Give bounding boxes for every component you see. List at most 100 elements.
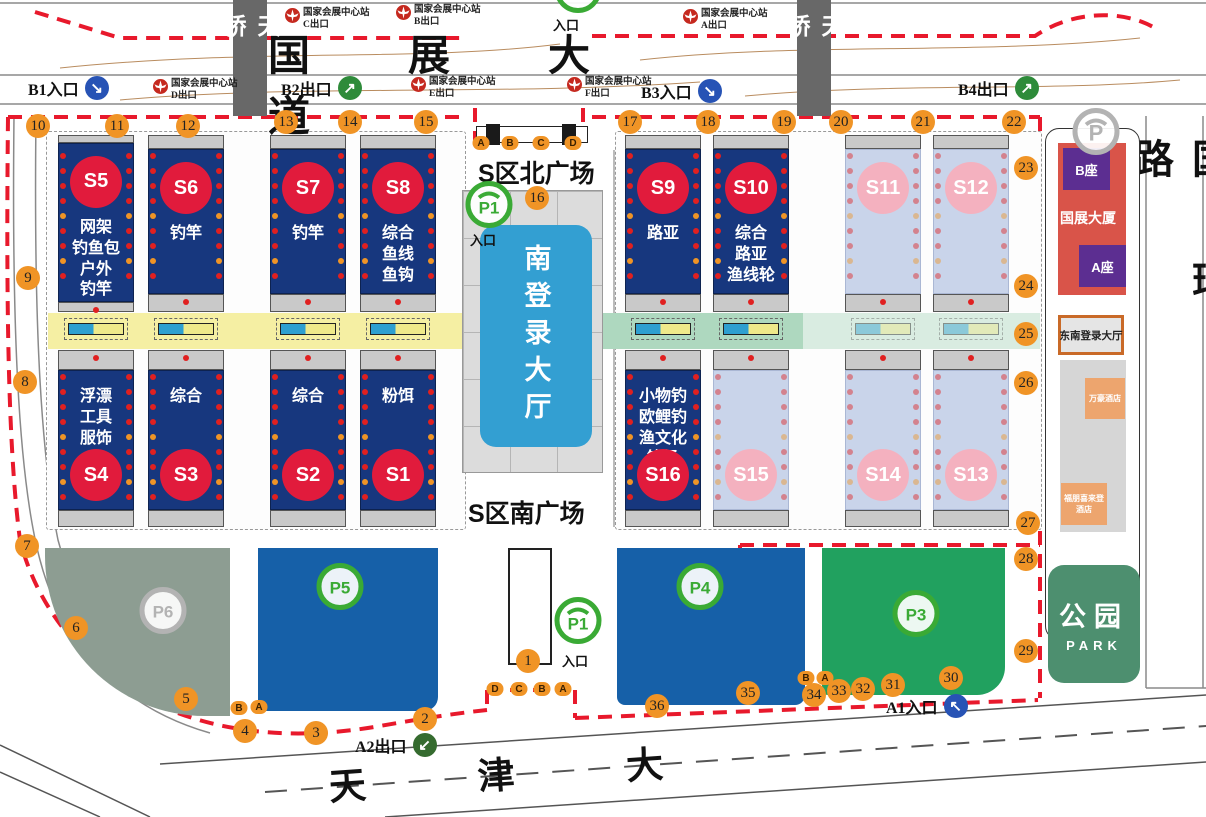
vehicle-gate-a1[interactable]: A1入口↖: [886, 694, 968, 718]
hall-s15[interactable]: S15: [713, 350, 789, 527]
boundary-marker-22[interactable]: 22: [1002, 110, 1026, 134]
gate-dot: [150, 258, 156, 264]
gate-letter-a[interactable]: A: [816, 671, 834, 685]
gate-letter-d[interactable]: D: [486, 682, 504, 696]
southeast-login-hall[interactable]: 东南登录大厅: [1058, 315, 1124, 355]
boundary-marker-6[interactable]: 6: [64, 616, 88, 640]
hotel-wanhao[interactable]: 万豪酒店: [1085, 378, 1125, 419]
boundary-marker-12[interactable]: 12: [176, 114, 200, 138]
gate-letter-b[interactable]: B: [533, 682, 551, 696]
gate-letter-a[interactable]: A: [250, 700, 268, 714]
tower-block-b[interactable]: B座: [1063, 148, 1110, 190]
boundary-marker-28[interactable]: 28: [1014, 547, 1038, 571]
boundary-marker-2[interactable]: 2: [413, 707, 437, 731]
gate-dot: [272, 183, 278, 189]
boundary-marker-14[interactable]: 14: [338, 110, 362, 134]
boundary-marker-25[interactable]: 25: [1014, 322, 1038, 346]
boundary-marker-8[interactable]: 8: [13, 370, 37, 394]
boundary-marker-9[interactable]: 9: [16, 266, 40, 290]
gate-letter-a[interactable]: A: [554, 682, 572, 696]
boundary-marker-26[interactable]: 26: [1014, 371, 1038, 395]
south-login-hall[interactable]: 南登录大厅: [480, 225, 592, 447]
boundary-marker-1[interactable]: 1: [516, 649, 540, 673]
parking-icon-p3[interactable]: P3: [892, 590, 940, 643]
boundary-marker-11[interactable]: 11: [105, 114, 129, 138]
parking-icon-p1[interactable]: P1: [465, 181, 513, 234]
vehicle-gate-b4[interactable]: B4出口↗: [958, 76, 1039, 100]
parking-icon-p6[interactable]: P6: [139, 587, 187, 640]
boundary-marker-5[interactable]: 5: [174, 687, 198, 711]
vehicle-gate-b1[interactable]: B1入口↘: [28, 76, 109, 100]
gate-letter-b[interactable]: B: [501, 136, 519, 150]
hall-id-badge: S6: [160, 162, 212, 214]
boundary-marker-32[interactable]: 32: [851, 677, 875, 701]
boundary-marker-3[interactable]: 3: [304, 721, 328, 745]
gate-dot: [362, 419, 368, 425]
boundary-marker-13[interactable]: 13: [274, 110, 298, 134]
gate-letter-a[interactable]: A: [472, 136, 490, 150]
parking-icon-p1[interactable]: P1: [554, 597, 602, 650]
gate-letter-d[interactable]: D: [564, 136, 582, 150]
boundary-marker-27[interactable]: 27: [1016, 511, 1040, 535]
parking-icon-p1[interactable]: P1: [554, 0, 602, 19]
gate-letter-c[interactable]: C: [510, 682, 528, 696]
boundary-marker-35[interactable]: 35: [736, 681, 760, 705]
gate-dot: [935, 243, 941, 249]
gate-letter-b[interactable]: B: [230, 701, 248, 715]
vehicle-gate-a2[interactable]: A2出口↙: [355, 733, 437, 757]
hotel-four-points[interactable]: 福朋喜来登酒店: [1061, 483, 1107, 525]
boundary-marker-19[interactable]: 19: [772, 110, 796, 134]
boundary-marker-18[interactable]: 18: [696, 110, 720, 134]
parking-icon-p4[interactable]: P4: [676, 563, 724, 616]
boundary-marker-31[interactable]: 31: [881, 673, 905, 697]
boundary-marker-21[interactable]: 21: [911, 110, 935, 134]
hall-s13[interactable]: S13: [933, 350, 1009, 527]
vehicle-gate-b2[interactable]: B2出口↗: [281, 76, 362, 100]
boundary-marker-20[interactable]: 20: [829, 110, 853, 134]
hall-s11[interactable]: S11: [845, 135, 921, 312]
boundary-marker-7[interactable]: 7: [15, 534, 39, 558]
vehicle-gate-b3[interactable]: B3入口↘: [641, 79, 722, 103]
parking-icon-p[interactable]: P: [1072, 108, 1120, 161]
boundary-marker-23[interactable]: 23: [1014, 156, 1038, 180]
boundary-marker-16[interactable]: 16: [525, 186, 549, 210]
boundary-marker-17[interactable]: 17: [618, 110, 642, 134]
hall-s14[interactable]: S14: [845, 350, 921, 527]
tower-block-a[interactable]: A座: [1079, 245, 1126, 287]
boundary-marker-34[interactable]: 34: [802, 683, 826, 707]
boundary-marker-4[interactable]: 4: [233, 719, 257, 743]
gate-dot: [216, 494, 222, 500]
boundary-marker-10[interactable]: 10: [26, 114, 50, 138]
gate-letter-b[interactable]: B: [797, 671, 815, 685]
gate-dot: [428, 404, 434, 410]
boundary-marker-36[interactable]: 36: [645, 694, 669, 718]
boundary-marker-30[interactable]: 30: [939, 666, 963, 690]
gate-letter-c[interactable]: C: [532, 136, 550, 150]
gate-dot: [216, 374, 222, 380]
hall-s16[interactable]: 小物钓 欧鲤钓 渔文化 钓场S16: [625, 350, 701, 527]
hall-s12[interactable]: S12: [933, 135, 1009, 312]
gate-dot: [913, 153, 919, 159]
gate-dot: [60, 243, 66, 249]
boundary-marker-29[interactable]: 29: [1014, 639, 1038, 663]
boundary-marker-15[interactable]: 15: [414, 110, 438, 134]
boundary-marker-24[interactable]: 24: [1014, 274, 1038, 298]
park-area[interactable]: 公园 PARK: [1048, 565, 1140, 683]
parking-icon-p5[interactable]: P5: [316, 563, 364, 616]
